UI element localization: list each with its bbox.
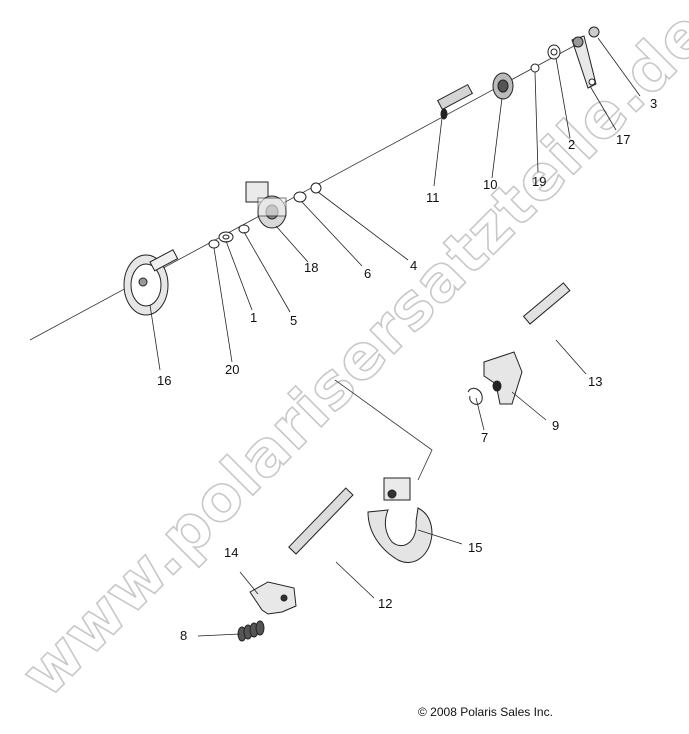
part-1-washer (218, 231, 234, 243)
part-8-spring (237, 620, 265, 642)
fork-axis-line (334, 379, 433, 481)
callout-12: 12 (378, 596, 392, 611)
callout-labels: 16 20 1 5 18 6 4 11 10 19 2 17 3 13 9 7 … (157, 96, 657, 643)
callout-3: 3 (650, 96, 657, 111)
callout-9: 9 (552, 418, 559, 433)
part-20-washer (208, 239, 220, 249)
callout-7: 7 (481, 430, 488, 445)
part-9-shift-fork (483, 351, 523, 405)
part-17-lever-arm (571, 35, 597, 89)
part-10-star-cam (492, 72, 514, 100)
callout-6: 6 (364, 266, 371, 281)
callout-8: 8 (180, 628, 187, 643)
callout-2: 2 (568, 137, 575, 152)
part-16-shift-drum (123, 249, 179, 316)
callout-15: 15 (468, 540, 482, 555)
part-19-washer (530, 63, 540, 73)
part-14-shift-fork (249, 581, 297, 615)
part-18-index-gear (245, 181, 287, 229)
part-2-washer (547, 44, 561, 60)
callout-17: 17 (616, 132, 630, 147)
leader-lines (149, 37, 641, 637)
callout-14: 14 (224, 545, 238, 560)
part-6-washer (293, 191, 307, 203)
part-5-washer (238, 224, 250, 234)
callout-18: 18 (304, 260, 318, 275)
callout-16: 16 (157, 373, 171, 388)
callout-4: 4 (410, 258, 417, 273)
callout-19: 19 (532, 174, 546, 189)
copyright-notice: © 2008 Polaris Sales Inc. (418, 705, 553, 719)
callout-20: 20 (225, 362, 239, 377)
callout-11: 11 (426, 190, 440, 205)
part-3-nut (588, 26, 600, 38)
shaft-axis-line (29, 39, 586, 341)
callout-5: 5 (290, 313, 297, 328)
part-12-rod (288, 487, 354, 555)
part-4-washer (310, 182, 322, 194)
part-13-rod (522, 282, 571, 325)
part-15-shift-fork (367, 477, 433, 563)
part-7-clip (467, 387, 483, 405)
part-11-shaft-pin (436, 83, 474, 120)
watermark-text: www.polarisersatzteile.de (7, 0, 689, 711)
callout-1: 1 (250, 310, 257, 325)
callout-10: 10 (483, 177, 497, 192)
callout-13: 13 (588, 374, 602, 389)
